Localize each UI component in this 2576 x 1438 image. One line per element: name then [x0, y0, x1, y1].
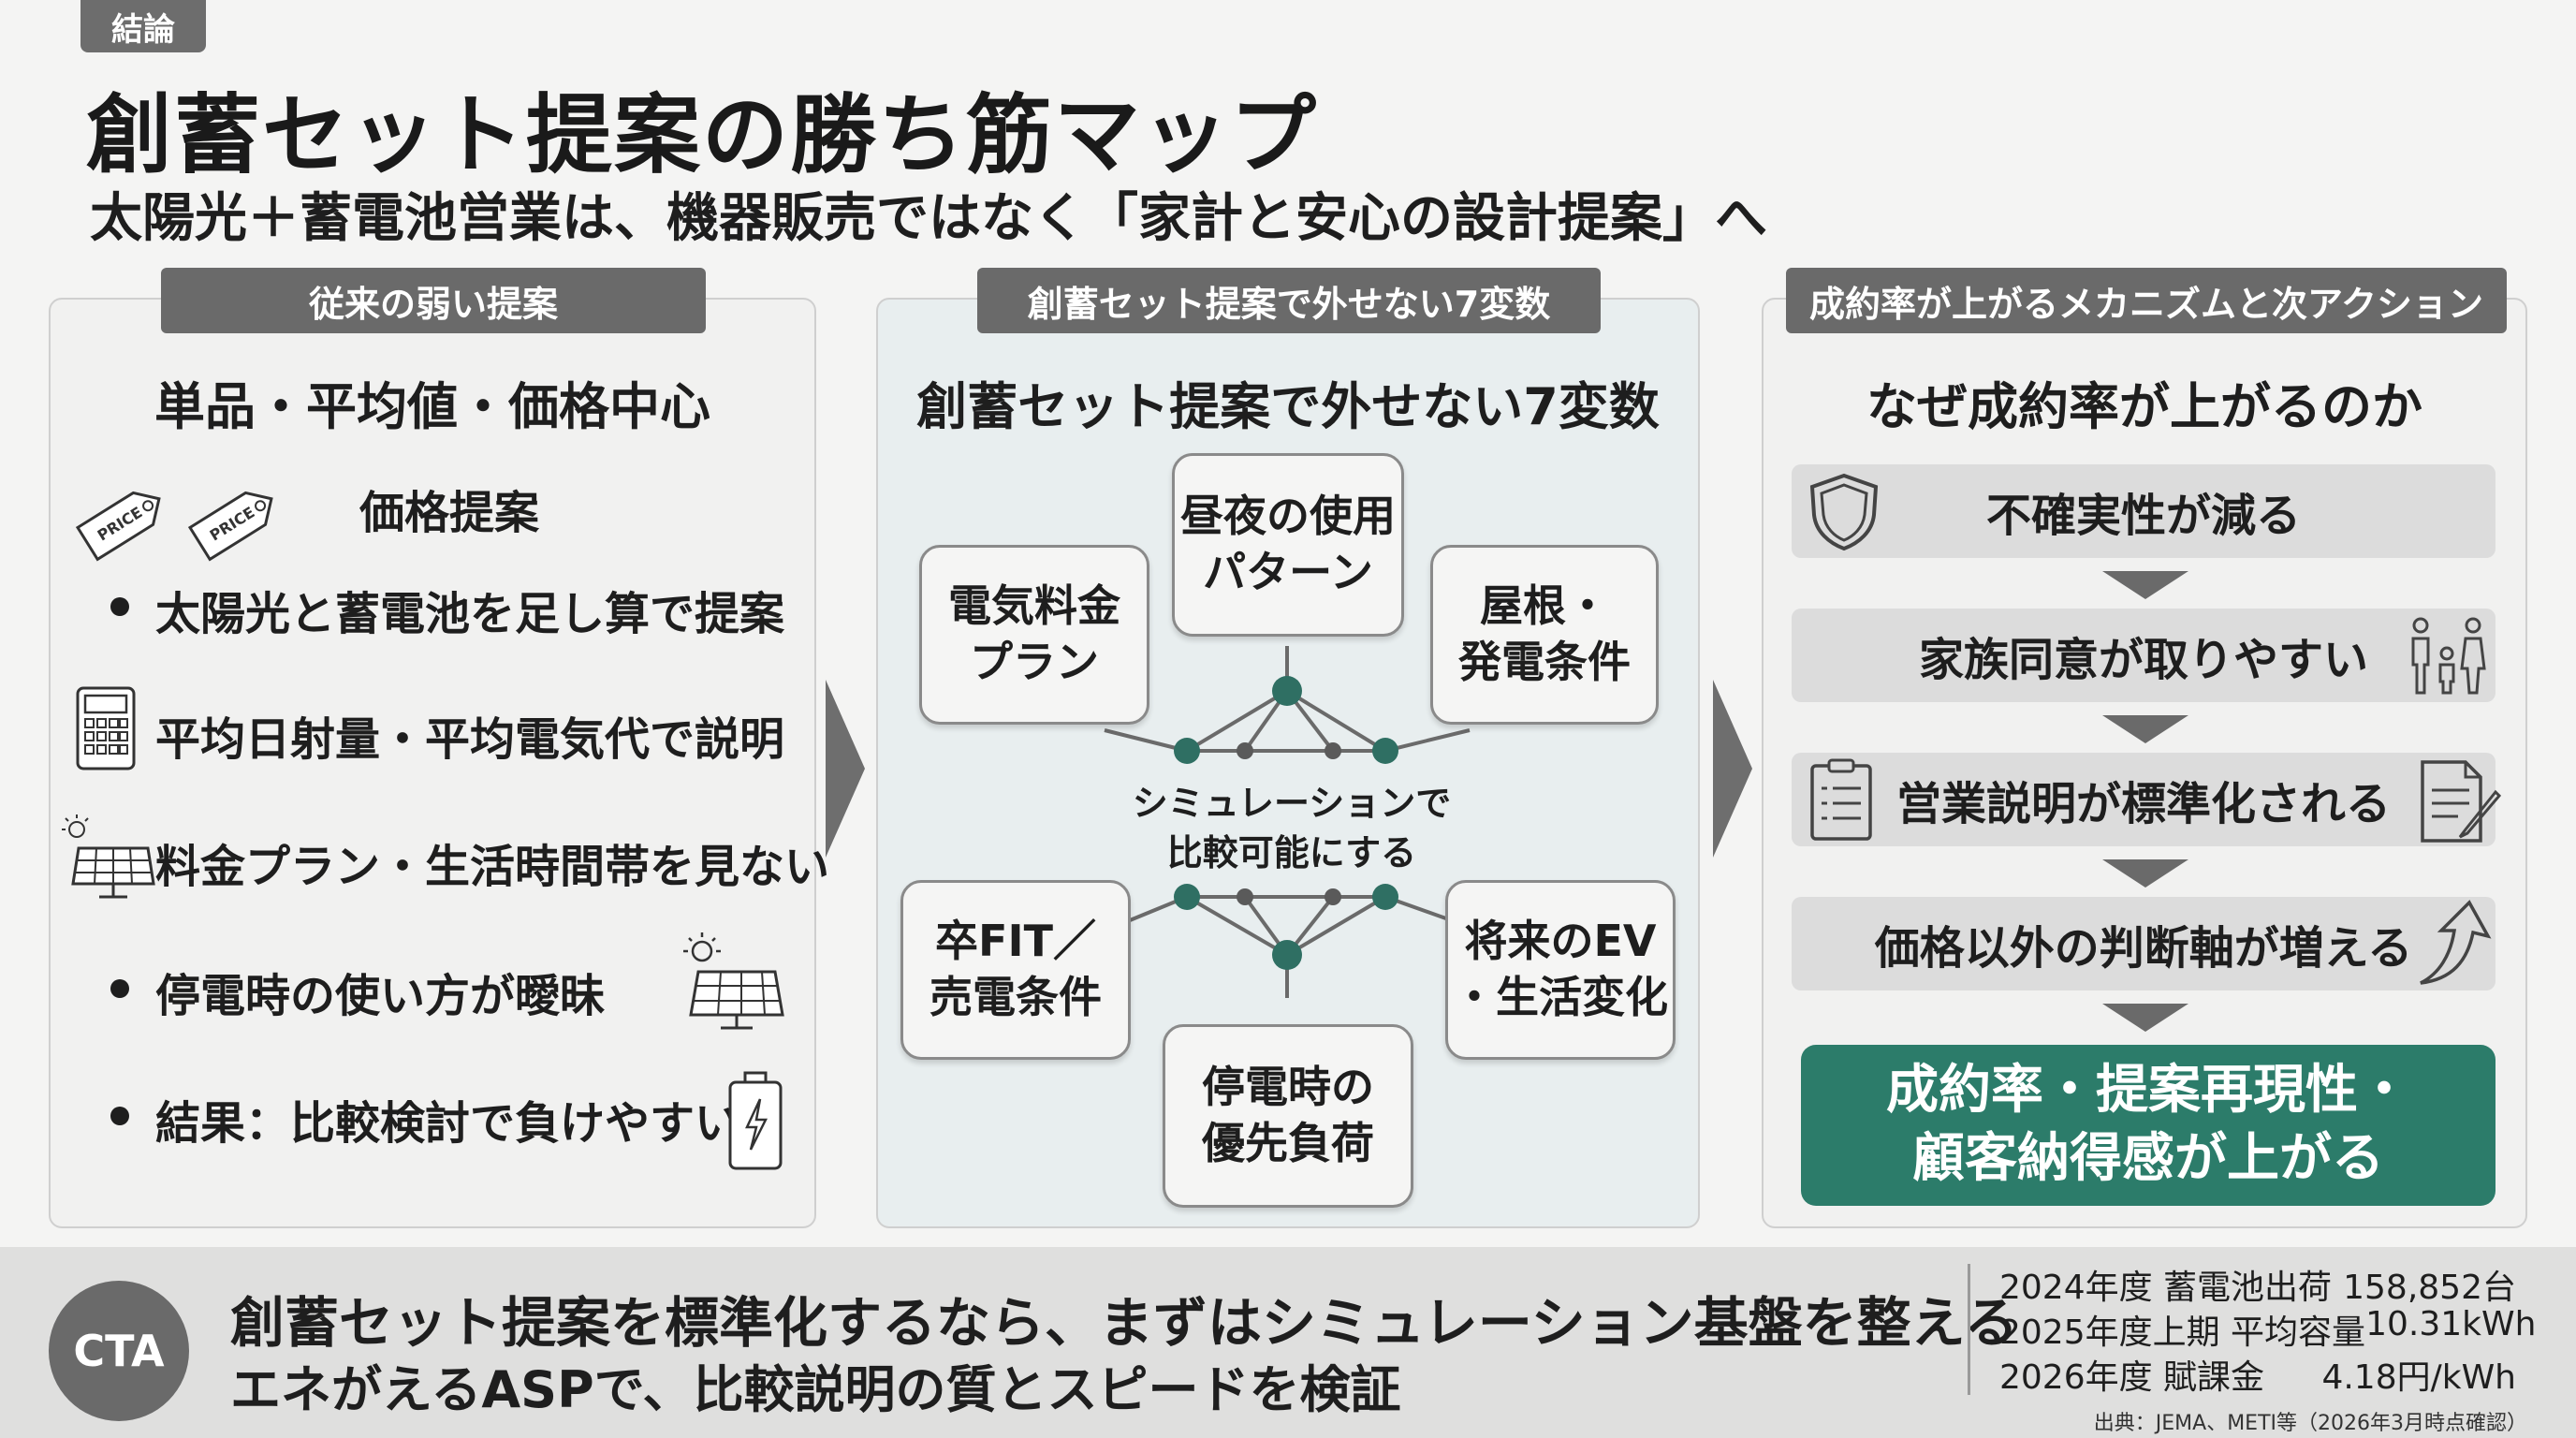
- center-simulation-text: シミュレーションで 比較可能にする: [1132, 783, 1452, 874]
- panel-traditional: 従来の弱い提案 単品・平均値・価格中心: [49, 268, 816, 1228]
- panel-header-mechanism: 成約率が上がるメカニズムと次アクション: [1786, 268, 2507, 333]
- cta-sub-text: エネがえるASPで、比較説明の質とスピードを検証: [230, 1360, 1401, 1419]
- variable-future-ev: 将来のEV ・生活変化: [1445, 880, 1676, 1060]
- clipboard-icon: [1810, 758, 1872, 841]
- bullet: [110, 597, 129, 616]
- shield-icon: [1809, 473, 1879, 551]
- stat-value: 10.31kWh: [2365, 1305, 2537, 1343]
- solar-panel-icon: [683, 932, 784, 1030]
- mechanism-step-label: 家族同意が取りやすい: [1918, 634, 2368, 686]
- source-note: 出典：JEMA、METI等（2026年3月時点確認）: [2093, 1412, 2527, 1435]
- variable-usage-pattern: 昼夜の使用 パターン: [1172, 453, 1404, 637]
- network-diagram: [1104, 646, 1471, 998]
- variable-rate-plan: 電気料金 プラン: [919, 545, 1149, 725]
- chevron-right-icon: [1713, 680, 1752, 858]
- document-icon: [2421, 760, 2502, 843]
- price-proposal-label: 価格提案: [359, 487, 540, 539]
- weak-item: 平均日射量・平均電気代で説明: [155, 713, 785, 766]
- variable-outage-load: 停電時の 優先負荷: [1163, 1024, 1413, 1208]
- mechanism-step: 営業説明が標準化される: [1792, 753, 2496, 846]
- down-arrow-icon: [2102, 859, 2188, 888]
- weak-item: 太陽光と蓄電池を足し算で提案: [155, 588, 785, 640]
- cta-divider: [1968, 1264, 1970, 1395]
- stat-label: 2025年度上期 平均容量: [1999, 1313, 2366, 1352]
- calculator-icon: [76, 686, 136, 770]
- panel-title-mechanism: なぜ成約率が上がるのか: [1866, 377, 2422, 436]
- family-icon: [2411, 617, 2486, 695]
- stat-row: 2026年度 賦課金 4.18円/kWh: [1999, 1350, 2516, 1399]
- mechanism-step: 価格以外の判断軸が増える: [1792, 897, 2496, 990]
- stat-value: 4.18円/kWh: [2321, 1358, 2516, 1397]
- mechanism-step-label: 価格以外の判断軸が増える: [1874, 922, 2413, 975]
- mechanism-step: 不確実性が減る: [1792, 464, 2496, 558]
- mechanism-step-label: 営業説明が標準化される: [1895, 778, 2391, 830]
- page-subtitle: 太陽光＋蓄電池営業は、機器販売ではなく「家計と安心の設計提案」へ: [90, 188, 1767, 249]
- panel-header-variables: 創蓄セット提案で外せない7変数: [977, 268, 1601, 333]
- mechanism-step: 家族同意が取りやすい: [1792, 609, 2496, 702]
- cta-bar: [0, 1247, 2576, 1438]
- section-tag: 結論: [80, 0, 206, 52]
- mechanism-step-label: 不確実性が減る: [1985, 490, 2301, 542]
- cta-badge: CTA: [49, 1281, 189, 1421]
- stat-value: 158,852台: [2343, 1269, 2516, 1307]
- panel-title-variables: 創蓄セット提案で外せない7変数: [916, 377, 1660, 436]
- stat-row: 2024年度 蓄電池出荷 158,852台: [1999, 1260, 2516, 1309]
- up-arrow-icon: [2420, 900, 2492, 985]
- down-arrow-icon: [2102, 715, 2188, 743]
- bullet: [110, 1107, 129, 1125]
- panel-title-traditional: 単品・平均値・価格中心: [154, 377, 710, 436]
- solar-panel-icon: [62, 814, 155, 899]
- panel-header-traditional: 従来の弱い提案: [161, 268, 706, 333]
- chevron-right-icon: [826, 680, 865, 858]
- battery-icon: [728, 1071, 783, 1170]
- cta-main-text: 創蓄セット提案を標準化するなら、まずはシミュレーション基盤を整える: [230, 1291, 2018, 1355]
- down-arrow-icon: [2102, 1004, 2188, 1032]
- weak-item: 料金プラン・生活時間帯を見ない: [155, 841, 830, 893]
- bullet: [110, 979, 129, 998]
- weak-item: 停電時の使い方が曖昧: [155, 970, 606, 1022]
- weak-item-result: 結果：比較検討で負けやすい: [155, 1097, 740, 1150]
- stat-row: 2025年度上期 平均容量 10.31kWh: [1999, 1305, 2536, 1354]
- variable-post-fit: 卒FIT／ 売電条件: [900, 880, 1131, 1060]
- result-banner: 成約率・提案再現性・ 顧客納得感が上がる: [1801, 1045, 2496, 1206]
- stat-label: 2024年度 蓄電池出荷: [1999, 1269, 2333, 1307]
- variable-roof-condition: 屋根・ 発電条件: [1430, 545, 1659, 725]
- page-title: 創蓄セット提案の勝ち筋マップ: [86, 85, 1319, 185]
- price-tag-icon: PRICE PRICE: [75, 491, 273, 562]
- down-arrow-icon: [2102, 571, 2188, 599]
- stat-label: 2026年度 賦課金: [1999, 1358, 2265, 1397]
